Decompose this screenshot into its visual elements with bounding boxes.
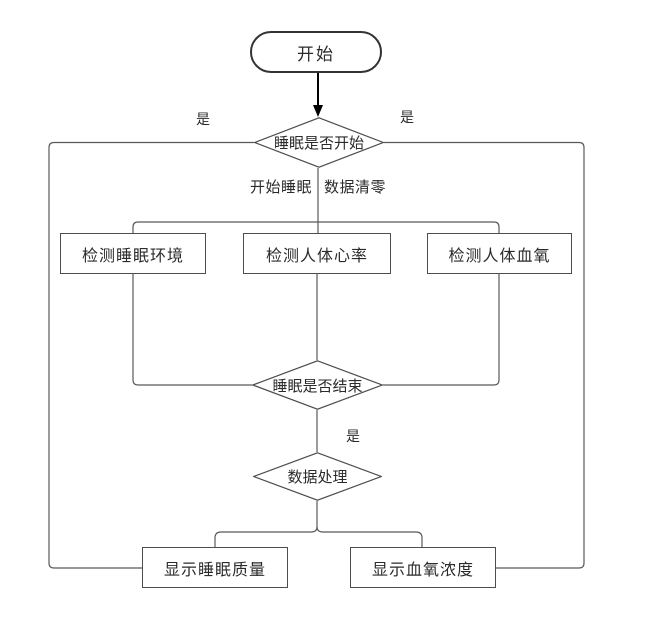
node-show-sleep-quality[interactable]: 显示睡眠质量 (142, 547, 288, 588)
connector-blood-oxygen-to-end-decision (383, 274, 500, 386)
connector-yes-loop-left (48, 141, 254, 569)
node-detect-blood-oxygen[interactable]: 检测人体血氧 (427, 233, 572, 274)
connector-processing-to-quality (214, 501, 318, 547)
node-show-sleep-quality-label: 显示睡眠质量 (163, 559, 266, 579)
diamond-shape (252, 360, 383, 410)
node-sleep-start-decision-label: 睡眠是否开始 (273, 134, 364, 152)
node-data-processing-label: 数据处理 (287, 468, 348, 486)
node-detect-environment-label: 检测睡眠环境 (81, 245, 184, 265)
connector-branch-bar (132, 221, 500, 233)
node-detect-blood-oxygen-label: 检测人体血氧 (448, 245, 551, 265)
edge-label-data-reset[interactable]: 数据清零 (324, 178, 387, 196)
diamond-shape (254, 117, 384, 168)
node-detect-heart-rate-label: 检测人体心率 (265, 245, 368, 265)
node-detect-heart-rate[interactable]: 检测人体心率 (243, 233, 391, 274)
edge-label-yes-bottom[interactable]: 是 (346, 429, 360, 445)
edge-label-yes-left[interactable]: 是 (196, 112, 210, 128)
edge-label-start-sleep[interactable]: 开始睡眠 (249, 178, 312, 196)
node-sleep-end-decision[interactable]: 睡眠是否结束 (252, 360, 383, 410)
arrowhead-icon (313, 105, 323, 117)
node-show-blood-oxygen[interactable]: 显示血氧浓度 (350, 547, 496, 588)
edge-label-yes-right[interactable]: 是 (400, 110, 414, 126)
node-data-processing[interactable]: 数据处理 (253, 452, 382, 501)
node-start-label: 开始 (297, 44, 335, 65)
connector-environment-to-end-decision (132, 274, 252, 386)
node-show-blood-oxygen-label: 显示血氧浓度 (371, 559, 474, 579)
node-detect-environment[interactable]: 检测睡眠环境 (60, 233, 206, 274)
diamond-shape (253, 452, 382, 501)
node-start[interactable]: 开始 (250, 31, 382, 73)
connector-processing-to-oxygen (316, 526, 423, 547)
node-sleep-end-decision-label: 睡眠是否结束 (272, 376, 363, 395)
node-sleep-start-decision[interactable]: 睡眠是否开始 (254, 117, 384, 168)
connector-yes-loop-right (384, 141, 585, 569)
